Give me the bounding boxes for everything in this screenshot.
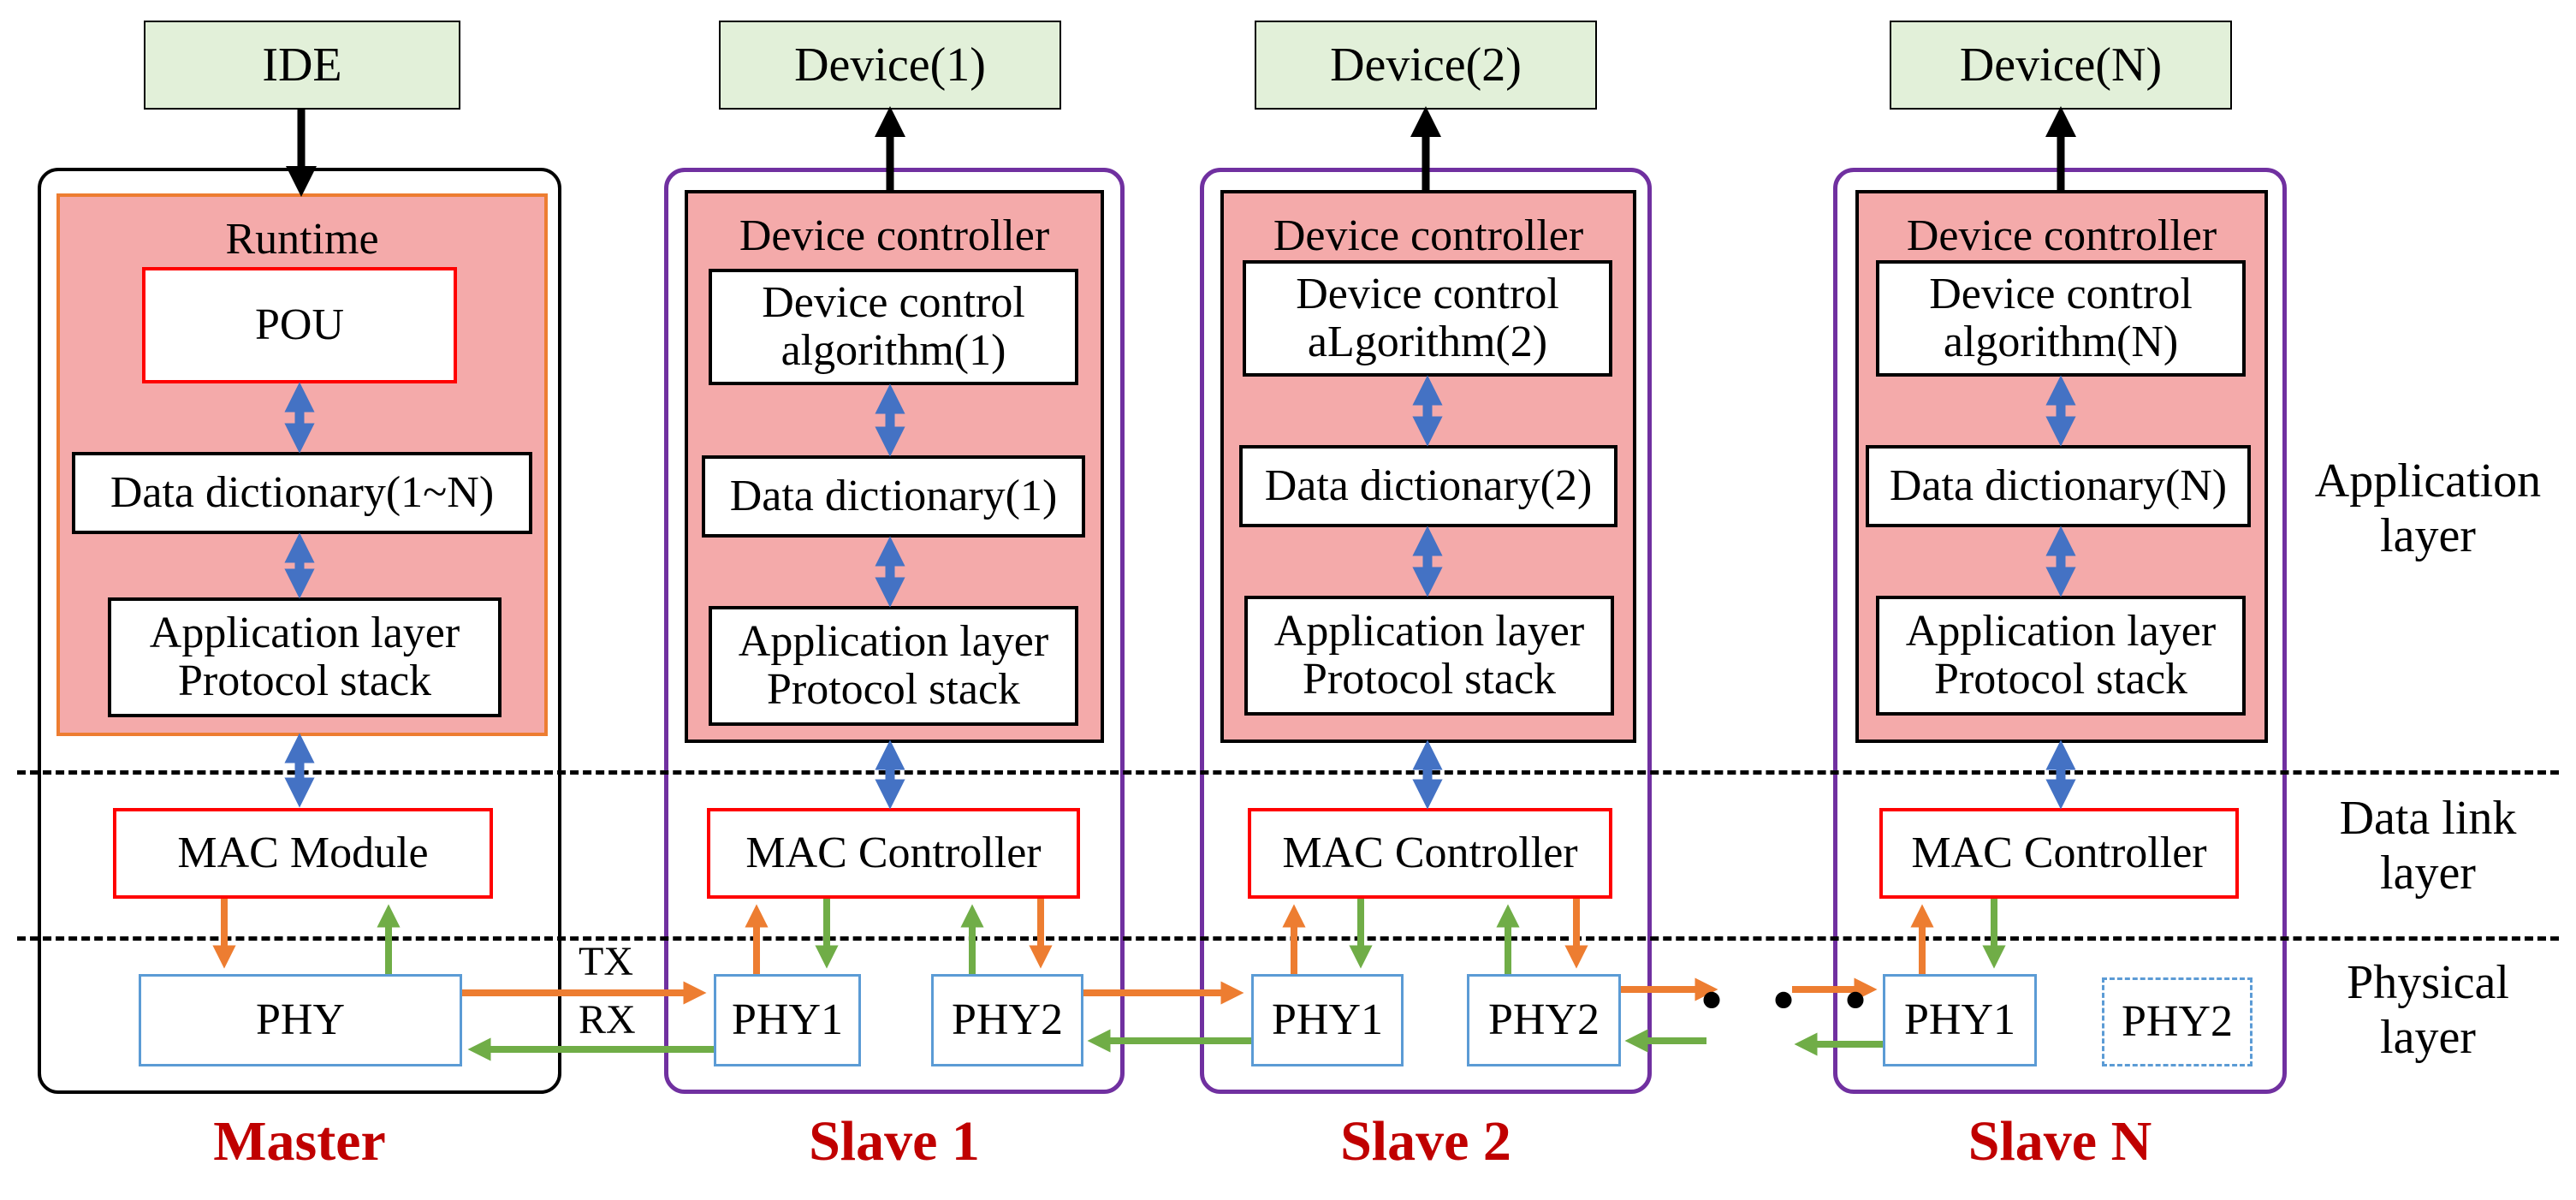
slave2-mac-box: MAC Controller [1248, 808, 1612, 899]
slave2-dictionary-box: Data dictionary(2) [1239, 445, 1617, 527]
slave1-protocol-label: Application layer Protocol stack [738, 616, 1049, 714]
slave2-phy2-box: PHY2 [1467, 974, 1621, 1066]
master-phy-box: PHY [139, 974, 462, 1066]
pou-box: POU [142, 267, 457, 383]
slaveN-mac-box: MAC Controller [1879, 808, 2239, 899]
slaveN-phy1-box: PHY1 [1883, 974, 2037, 1066]
slaveN-algorithm-box: Device control algorithm(N) [1876, 260, 2246, 377]
slave2-algorithm-label: Device control aLgorithm(2) [1296, 269, 1559, 366]
slaveN-protocol-label: Application layer Protocol stack [1905, 606, 2217, 704]
master-mac-box: MAC Module [113, 808, 493, 899]
runtime-label: Runtime [225, 215, 379, 264]
slave1-controller-label: Device controller [739, 211, 1050, 260]
device2-box: Device(2) [1255, 21, 1597, 110]
master-protocol-box: Application layer Protocol stack [108, 597, 502, 717]
master-name: Master [213, 1110, 386, 1173]
physical-layer-label: Physical layer [2347, 956, 2509, 1065]
slave1-phy1-box: PHY1 [714, 974, 861, 1066]
slave1-algorithm-box: Device control algorithm(1) [709, 269, 1078, 385]
datalink-physical-separator [17, 936, 2559, 941]
slaveN-algorithm-label: Device control algorithm(N) [1929, 269, 2193, 366]
more-slaves-ellipsis: • • • [1700, 963, 1884, 1038]
datalink-layer-label: Data link layer [2339, 792, 2517, 900]
slave1-phy2-box: PHY2 [931, 974, 1083, 1066]
slave2-protocol-box: Application layer Protocol stack [1244, 596, 1614, 716]
master-dictionary-box: Data dictionary(1~N) [72, 452, 532, 534]
slave1-algorithm-label: Device control algorithm(1) [762, 277, 1025, 375]
slave2-phy1-box: PHY1 [1251, 974, 1404, 1066]
slaveN-phy2-box: PHY2 [2102, 977, 2253, 1066]
application-layer-label: Application layer [2314, 454, 2542, 563]
slaveN-controller-label: Device controller [1906, 211, 2217, 260]
slave2-name: Slave 2 [1340, 1110, 1511, 1173]
master-protocol-label: Application layer Protocol stack [149, 608, 460, 705]
slave1-dictionary-box: Data dictionary(1) [702, 455, 1085, 538]
slaveN-dictionary-box: Data dictionary(N) [1866, 445, 2251, 527]
slave2-controller-label: Device controller [1273, 211, 1584, 260]
rx-label: RX [579, 997, 636, 1043]
deviceN-box: Device(N) [1890, 21, 2232, 110]
slave1-name: Slave 1 [809, 1110, 980, 1173]
tx-label: TX [579, 939, 633, 984]
slave2-protocol-label: Application layer Protocol stack [1273, 606, 1585, 704]
slaveN-protocol-box: Application layer Protocol stack [1876, 596, 2246, 716]
ide-box: IDE [144, 21, 460, 110]
slave1-protocol-box: Application layer Protocol stack [709, 606, 1078, 726]
slave1-mac-box: MAC Controller [707, 808, 1080, 899]
slave2-algorithm-box: Device control aLgorithm(2) [1243, 260, 1612, 377]
app-datalink-separator [17, 770, 2559, 775]
slaveN-name: Slave N [1968, 1110, 2152, 1173]
